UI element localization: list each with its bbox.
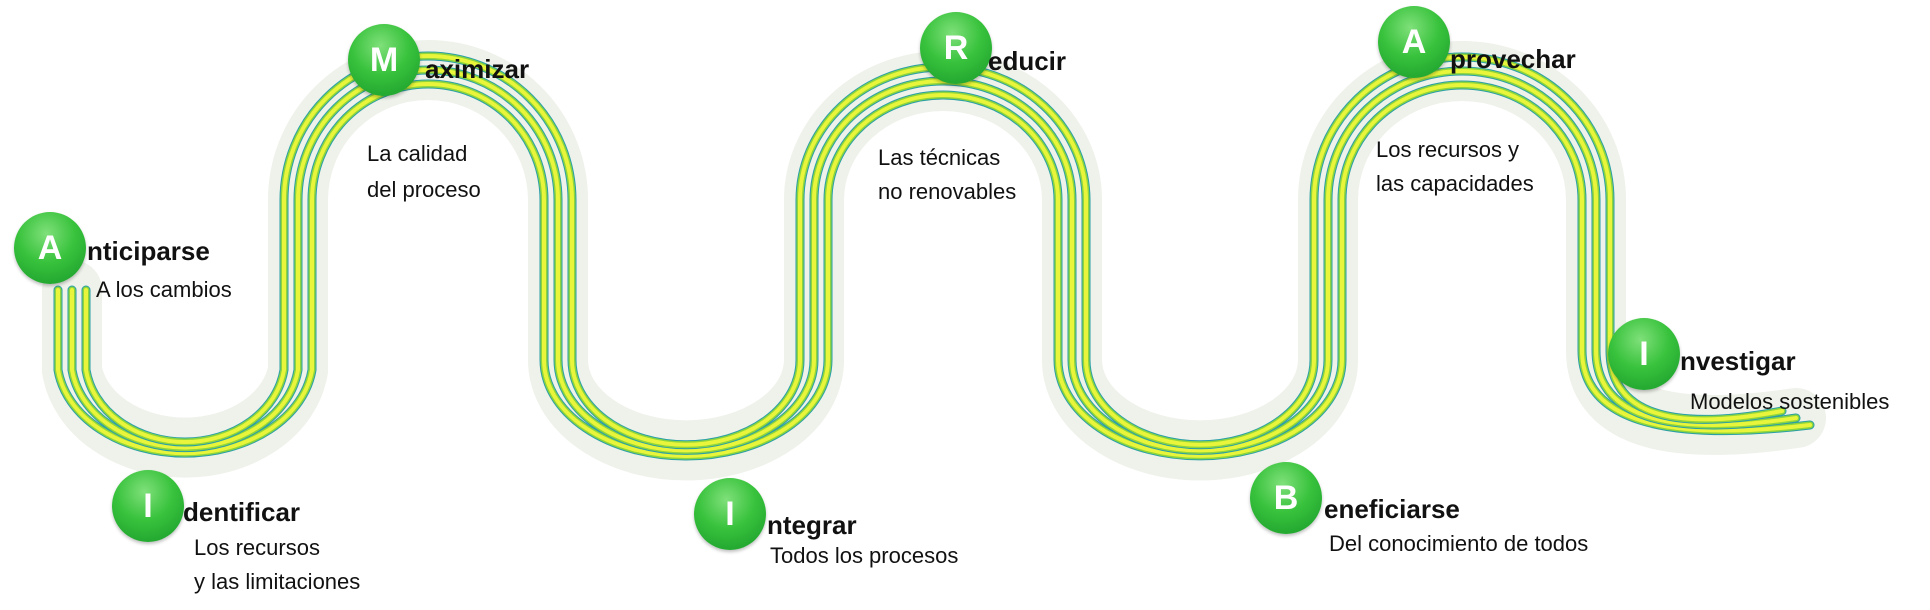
step-description-line: Todos los procesos	[770, 543, 959, 568]
step-description-line: Modelos sostenibles	[1690, 389, 1890, 414]
step-description-line: La calidad	[367, 141, 468, 166]
step-description-line: Las técnicas	[878, 145, 1001, 170]
step-word: dentificar	[183, 497, 301, 527]
step-description-line: y las limitaciones	[194, 569, 361, 594]
letter-circle-a: A	[14, 212, 86, 284]
step-description-line: Los recursos	[194, 535, 320, 560]
step-description-line: A los cambios	[96, 277, 232, 302]
letter-circle-a: A	[1378, 6, 1450, 78]
step-description-line: del proceso	[367, 177, 481, 202]
step-description-line: Los recursos y	[1376, 137, 1520, 162]
step-word: educir	[988, 46, 1067, 76]
letter-circle-i: I	[112, 470, 184, 542]
step-description-line: las capacidades	[1376, 171, 1534, 196]
step-word: eneficiarse	[1324, 494, 1460, 524]
letter-circle-m: M	[348, 24, 420, 96]
track-shadow	[42, 40, 1826, 481]
track-lane-highlight	[70, 68, 1798, 453]
letter-circle-b: B	[1250, 462, 1322, 534]
step-word: nticiparse	[87, 236, 210, 266]
step-word: nvestigar	[1680, 346, 1796, 376]
step-description-line: Del conocimiento de todos	[1329, 531, 1589, 556]
track-lane-highlight	[56, 82, 1812, 458]
step-word: aximizar	[425, 54, 530, 84]
step-description-line: no renovables	[878, 179, 1017, 204]
letter-circle-i: I	[694, 478, 766, 550]
letter-circle-i: I	[1608, 318, 1680, 390]
step-word: ntegrar	[767, 510, 857, 540]
track-shadow-band	[42, 40, 1826, 481]
step-word: provechar	[1450, 44, 1576, 74]
letter-circle-r: R	[920, 12, 992, 84]
